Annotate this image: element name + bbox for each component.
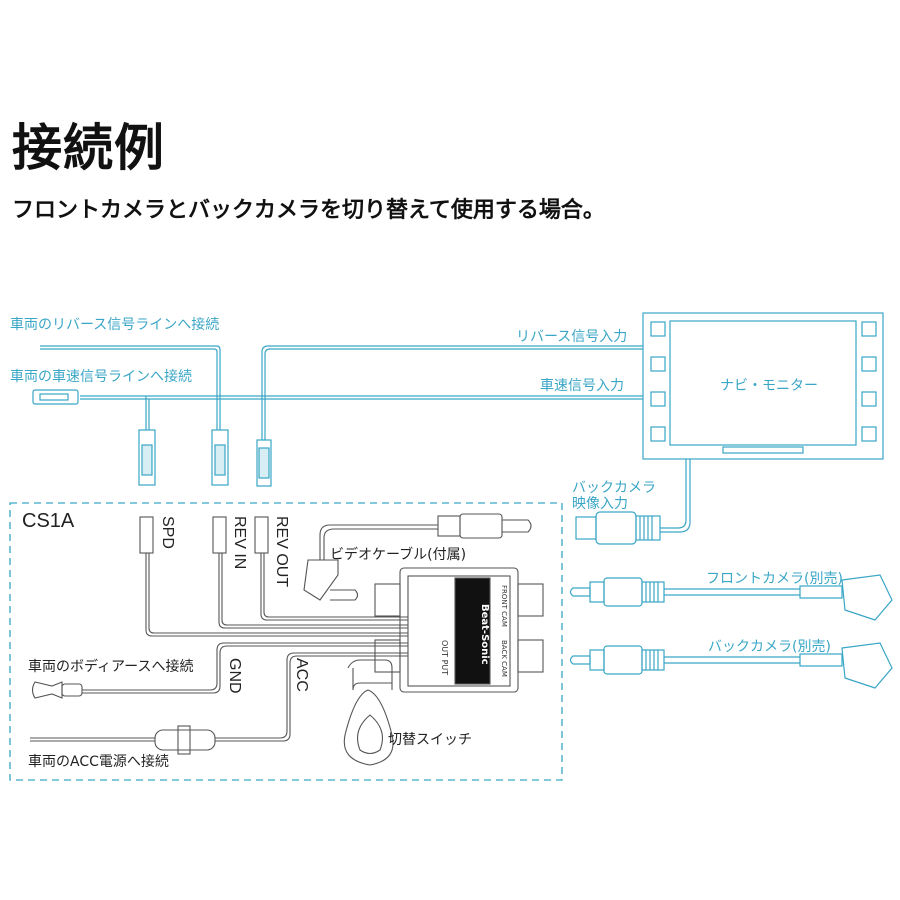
back-camera-input-label: バックカメラ 映像入力 <box>572 480 656 512</box>
monitor-label: ナビ・モニター <box>720 378 818 394</box>
body-earth-label: 車両のボディアースへ接続 <box>28 659 194 675</box>
spd-wire-label: SPD <box>159 516 176 549</box>
acc-power-label: 車両のACC電源へ接続 <box>28 754 169 770</box>
camera-selector-device <box>374 567 544 693</box>
switch-body <box>343 689 394 766</box>
spd-vehicle-terminal <box>138 429 156 486</box>
speed-splice-connector <box>32 389 79 405</box>
back-cam-input-cable <box>660 459 687 529</box>
rev-in-wire-label: REV IN <box>231 516 248 570</box>
acc-wire-label: ACC <box>293 658 310 692</box>
front-camera <box>569 574 893 621</box>
rev-in-vehicle-terminal <box>211 429 229 486</box>
kit-contents-box <box>9 502 563 781</box>
rev-out-vehicle-terminal <box>256 439 272 487</box>
monitor-frame <box>642 312 884 460</box>
page-title: 接続例 <box>12 119 165 177</box>
rev-in-kit-terminal <box>212 516 227 554</box>
reverse-output-wire <box>261 345 643 440</box>
switch-label: 切替スイッチ <box>388 732 472 748</box>
back-camera-input-line1: バックカメラ <box>572 480 656 496</box>
device-label: Beat-Sonic <box>456 586 490 682</box>
kit-model-label: CS1A <box>22 510 75 532</box>
spd-kit-terminal <box>139 516 154 554</box>
front-camera-label: フロントカメラ(別売) <box>706 571 843 587</box>
ground-terminal <box>31 681 63 699</box>
back-camera-input-line2: 映像入力 <box>572 496 628 512</box>
navi-monitor <box>642 312 884 460</box>
back-camera-label: バックカメラ(別売) <box>708 639 831 655</box>
page-subtitle: フロントカメラとバックカメラを切り替えて使用する場合。 <box>12 198 605 223</box>
video-cable-label: ビデオケーブル(付属) <box>330 547 467 563</box>
monitor-reverse-input-label: リバース信号入力 <box>516 329 628 345</box>
rev-out-kit-terminal <box>254 516 269 554</box>
video-cable-angle-plug <box>303 559 339 601</box>
gnd-wire-label: GND <box>226 658 243 694</box>
monitor-screen <box>669 320 857 446</box>
rev-out-wire-label: REV OUT <box>273 516 290 588</box>
back-camera <box>569 642 893 689</box>
device-port-front: FRONT CAM <box>500 585 508 627</box>
vehicle-reverse-label: 車両のリバース信号ラインへ接続 <box>10 317 220 333</box>
monitor-speed-input-label: 車速信号入力 <box>540 378 624 394</box>
device-port-output: OUT PUT <box>440 640 449 676</box>
vehicle-speed-label: 車両の車速信号ラインへ接続 <box>10 369 192 385</box>
device-brand: Beat-Sonic <box>479 603 490 665</box>
device-port-back: BACK CAM <box>500 640 508 677</box>
back-cam-input-jack <box>575 516 597 540</box>
reverse-wire <box>40 345 221 430</box>
inline-fuse <box>154 729 216 751</box>
